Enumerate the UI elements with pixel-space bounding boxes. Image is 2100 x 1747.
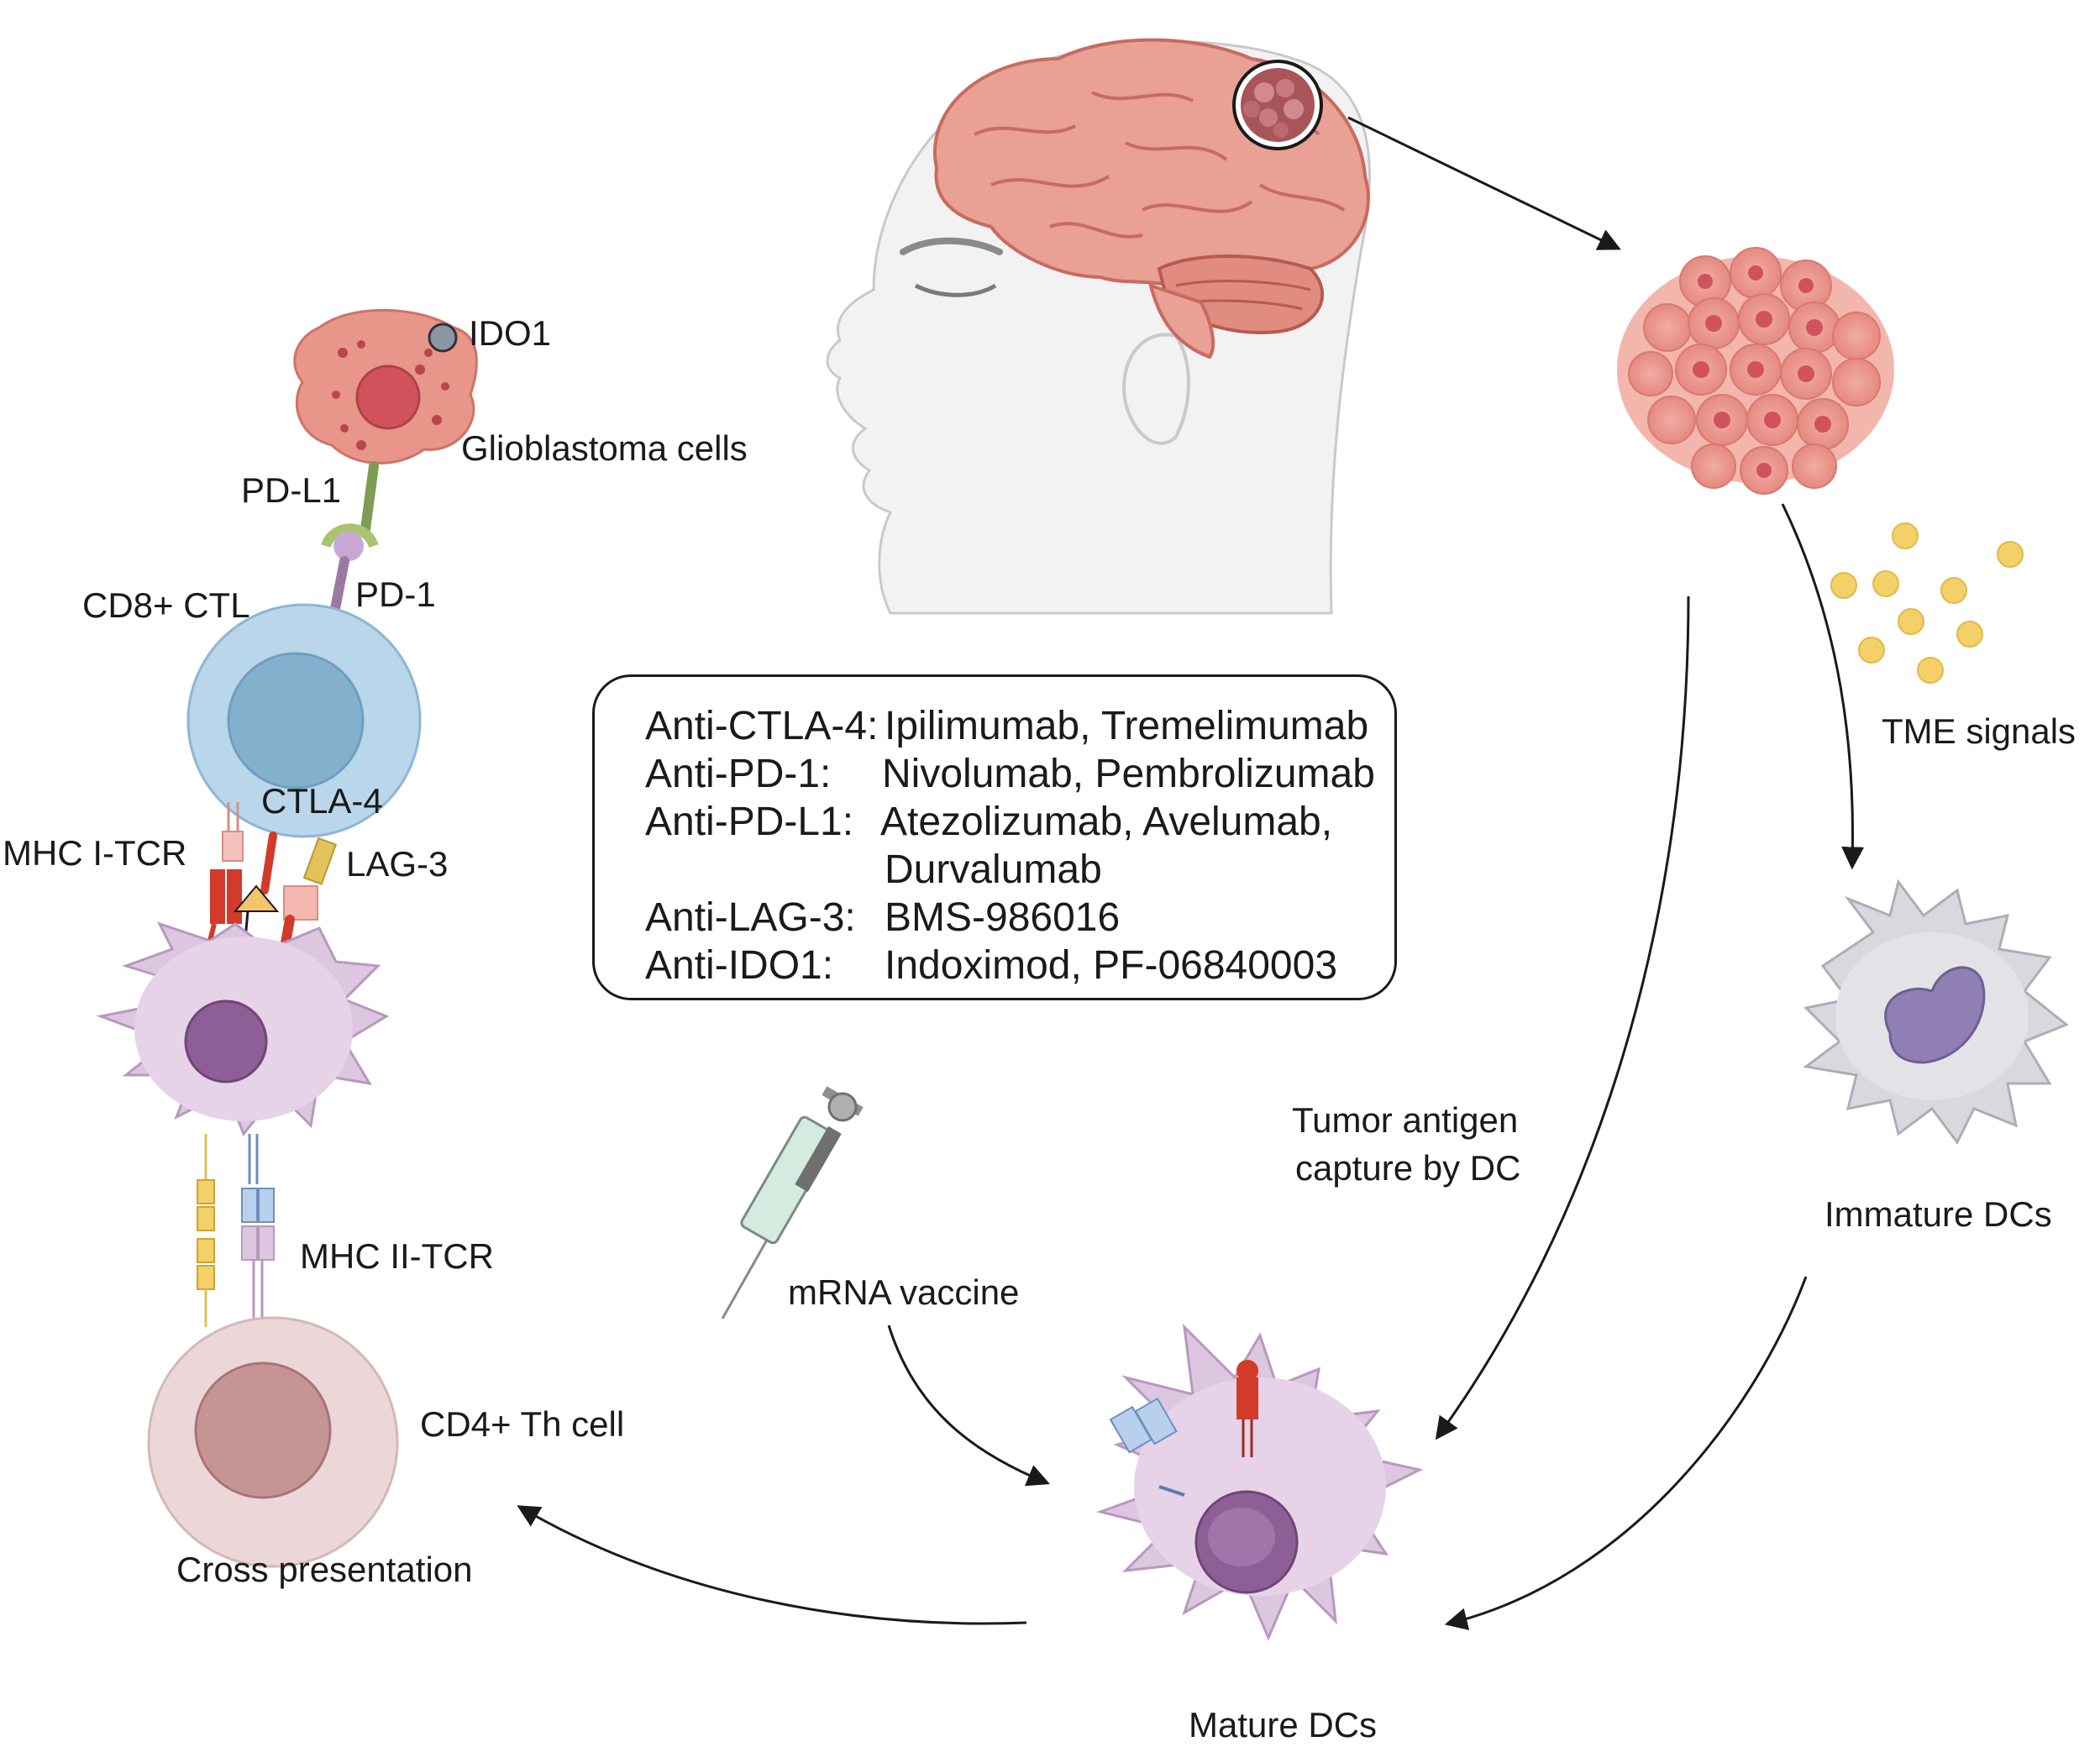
mhc-receptor-red [1236,1360,1258,1457]
label-immature-dcs: Immature DCs [1824,1194,2052,1234]
label-glioblastoma: Glioblastoma cells [461,428,748,468]
arrow-immature-to-mature [1444,1276,1808,1630]
mhc1-tcr-receptor [207,802,244,942]
yellow-costim-receptor [197,1134,215,1327]
arrow-vaccine-to-mature [887,1325,1050,1487]
drug-ido1-names: Indoximod, PF-06840003 [885,943,1337,988]
label-mature-dcs: Mature DCs [1189,1705,1377,1743]
drug-ctla4-head: Anti-CTLA-4: [645,704,878,748]
drug-ctla4-names: Ipilimumab, Tremelimumab [885,704,1368,748]
labels: IDO1 Glioblastoma cells PD-L1 PD-1 CD8+ … [3,313,2076,1744]
label-cross-presentation: Cross presentation [176,1550,473,1589]
drug-pd1-head: Anti-PD-1: [645,752,831,796]
lag3-receptor [276,837,338,971]
cd4-th-cell [147,1316,399,1568]
label-tumor-antigen-2: capture by DC [1295,1148,1520,1188]
brain [933,38,1370,359]
label-cd8-ctl: CD8+ CTL [82,585,250,625]
drug-pdl1-head: Anti-PD-L1: [645,800,853,844]
label-ctla4: CTLA-4 [261,781,383,821]
drug-ido1-head: Anti-IDO1: [645,943,833,988]
label-tumor-antigen-1: Tumor antigen [1292,1100,1518,1140]
arrows [517,116,1865,1630]
tme-signal-dots [1830,522,2024,684]
drug-list: Anti-CTLA-4: Ipilimumab, Tremelimumab An… [645,704,1375,988]
cd8-ctl-cell [186,603,422,838]
glioblastoma-cell [293,308,478,464]
syringe-icon [721,1086,864,1319]
label-cd4-th: CD4+ Th cell [420,1404,624,1444]
label-pd1: PD-1 [355,574,436,614]
arrow-mature-to-th [517,1505,1027,1625]
arrow-brain-to-tumor [1347,116,1621,250]
label-lag3: LAG-3 [346,844,448,884]
label-pdl1: PD-L1 [241,470,341,510]
arrow-tumor-to-immature [1781,503,1865,870]
mature-dc [1095,1323,1424,1641]
drug-pdl1-names-2: Durvalumab [885,847,1102,892]
drug-pdl1-names: Atezolizumab, Avelumab, [880,800,1332,844]
label-mhc2-tcr: MHC II-TCR [300,1236,494,1276]
arrow-tumor-to-mature [1435,595,1690,1440]
left-dc-cell [96,921,390,1136]
label-tme-signals: TME signals [1882,711,2076,751]
label-ido1: IDO1 [469,313,551,353]
mhc-receptor-blue [1109,1397,1185,1497]
label-mhc1-tcr: MHC I-TCR [3,833,186,873]
mhc2-tcr-receptor [241,1134,275,1327]
immature-dc [1803,879,2069,1145]
drug-pd1-names: Nivolumab, Pembrolizumab [882,752,1375,796]
label-mrna-vaccine: mRNA vaccine [788,1272,1019,1312]
drug-list-box: Anti-CTLA-4: Ipilimumab, Tremelimumab An… [592,674,1397,1000]
drug-lag3-head: Anti-LAG-3: [645,895,856,940]
ido1-marker [428,323,458,353]
tumor-mass [1617,247,1894,495]
drug-lag3-names: BMS-986016 [885,895,1120,940]
